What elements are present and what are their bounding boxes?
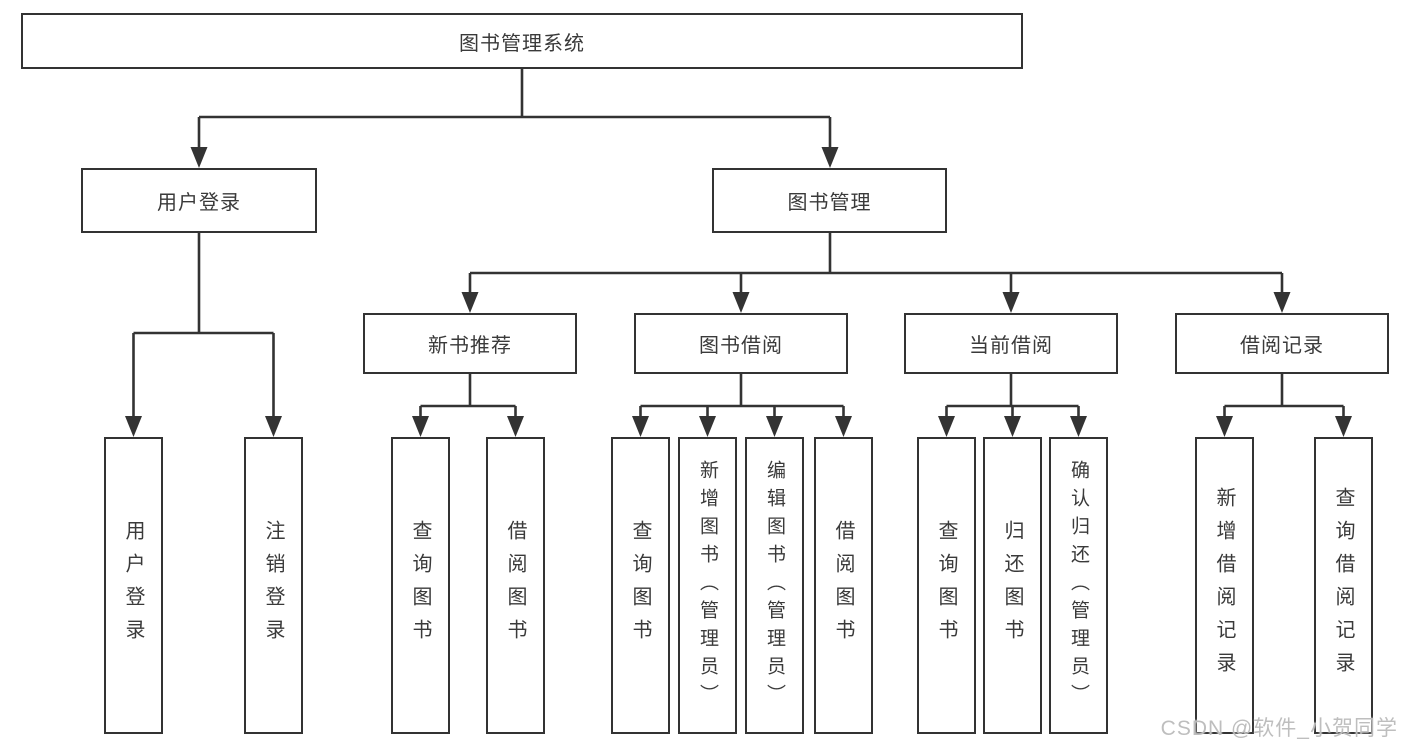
leaf-borrow-books-recommend: 借阅图书 bbox=[486, 437, 545, 734]
leaf-query-books-borrow: 查询图书 bbox=[611, 437, 670, 734]
leaf-confirm-return-admin-label: 确认归还（管理员） bbox=[1068, 459, 1089, 712]
leaf-return-books-label: 归还图书 bbox=[1001, 519, 1023, 652]
watermark: CSDN @软件_小贺同学 bbox=[1160, 717, 1398, 740]
leaf-query-borrow-record-label: 查询借阅记录 bbox=[1332, 486, 1354, 685]
leaf-logout-label: 注销登录 bbox=[262, 519, 284, 652]
leaf-query-borrow-record: 查询借阅记录 bbox=[1314, 437, 1373, 734]
leaf-logout: 注销登录 bbox=[244, 437, 303, 734]
leaf-user-login: 用户登录 bbox=[104, 437, 163, 734]
leaf-query-books-current: 查询图书 bbox=[917, 437, 976, 734]
node-library-system: 图书管理系统 bbox=[21, 13, 1023, 69]
node-borrow-record: 借阅记录 bbox=[1175, 313, 1389, 374]
leaf-add-borrow-record-label: 新增借阅记录 bbox=[1213, 486, 1235, 685]
leaf-add-book-admin-label: 新增图书（管理员） bbox=[697, 459, 718, 712]
node-user-login: 用户登录 bbox=[81, 168, 317, 233]
leaf-borrow-books-recommend-label: 借阅图书 bbox=[504, 519, 526, 652]
leaf-edit-book-admin-label: 编辑图书（管理员） bbox=[764, 459, 785, 712]
leaf-borrow-books-borrow-label: 借阅图书 bbox=[832, 519, 854, 652]
leaf-user-login-label: 用户登录 bbox=[122, 519, 144, 652]
leaf-confirm-return-admin: 确认归还（管理员） bbox=[1049, 437, 1108, 734]
leaf-query-books-recommend: 查询图书 bbox=[391, 437, 450, 734]
node-new-book-recommend: 新书推荐 bbox=[363, 313, 577, 374]
arrowheads bbox=[125, 147, 1352, 437]
leaf-query-books-recommend-label: 查询图书 bbox=[409, 519, 431, 652]
node-current-borrow: 当前借阅 bbox=[904, 313, 1118, 374]
node-book-management: 图书管理 bbox=[712, 168, 947, 233]
leaf-add-borrow-record: 新增借阅记录 bbox=[1195, 437, 1254, 734]
leaf-edit-book-admin: 编辑图书（管理员） bbox=[745, 437, 804, 734]
leaf-add-book-admin: 新增图书（管理员） bbox=[678, 437, 737, 734]
connector-path bbox=[132, 69, 1345, 420]
leaf-borrow-books-borrow: 借阅图书 bbox=[814, 437, 873, 734]
leaf-return-books: 归还图书 bbox=[983, 437, 1042, 734]
leaf-query-books-current-label: 查询图书 bbox=[935, 519, 957, 652]
leaf-query-books-borrow-label: 查询图书 bbox=[629, 519, 651, 652]
node-book-borrow: 图书借阅 bbox=[634, 313, 848, 374]
